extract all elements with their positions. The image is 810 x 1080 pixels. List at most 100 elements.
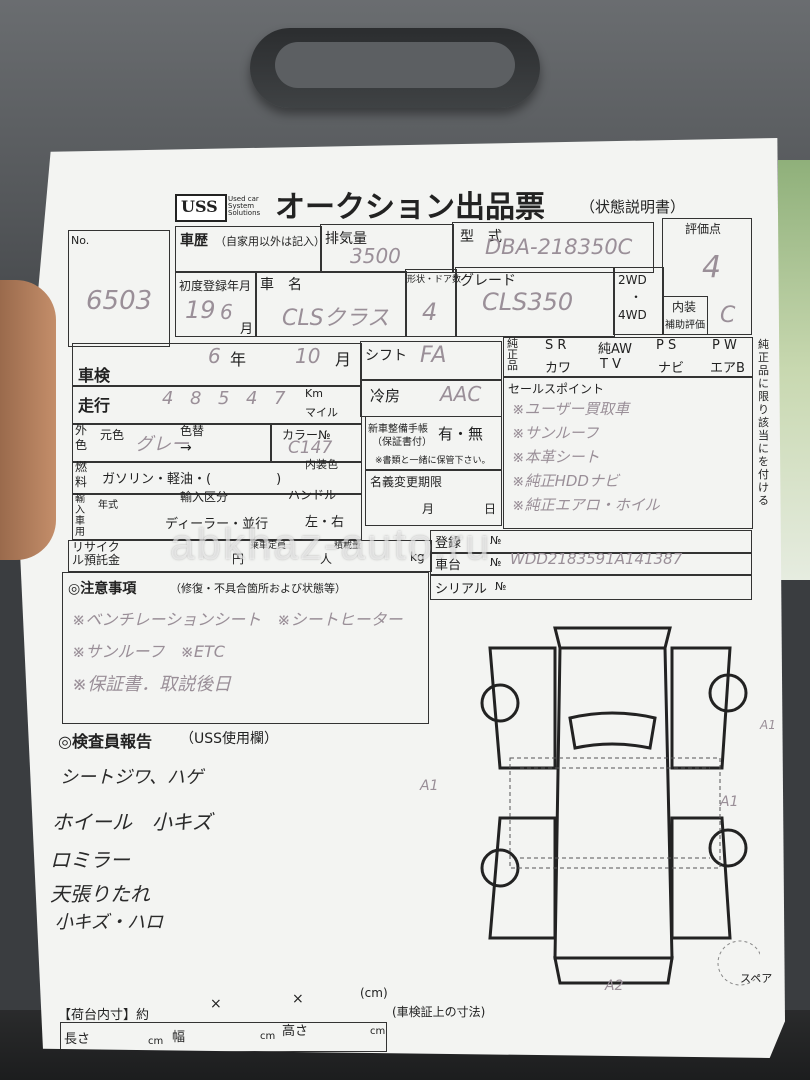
interior-sub: 補助評価: [665, 320, 705, 331]
mileage-digit-2: 8: [190, 388, 202, 409]
grade-box: [455, 267, 615, 337]
cargo-height-unit: cm: [370, 1026, 386, 1037]
cargo-times-1: ×: [210, 996, 222, 1012]
shaken-month: 10: [295, 344, 321, 368]
shift-label: シフト: [365, 348, 407, 364]
lot-number-label: No.: [71, 234, 90, 247]
lot-number-value: 6503: [86, 286, 153, 316]
capacity-unit: 人: [320, 552, 333, 566]
original-color-label: 元色: [100, 428, 125, 442]
mileage-digit-1: 4: [162, 388, 174, 409]
shift-box: [360, 341, 502, 381]
repaint-label: 色替: [180, 424, 205, 438]
cargo-label: 【荷台内寸】約: [58, 1008, 150, 1023]
option-genuine: 純正品: [507, 337, 518, 372]
color-label: 外色: [75, 423, 88, 452]
serial-no: №: [495, 580, 507, 593]
sales-item-5: ※純正エアロ・ホイル: [512, 496, 660, 514]
fuel-value: ガソリン・軽油・( ): [102, 472, 282, 487]
serial-label: シリアル: [435, 582, 487, 597]
auction-sheet: USS Used car System Solutions オークション出品票 …: [20, 138, 785, 1058]
uss-logo-text: USS: [181, 197, 218, 216]
notes-label: ◎注意事項: [68, 581, 137, 597]
service-book-box: [365, 416, 502, 470]
fuel-box: [72, 461, 362, 495]
grade-value: CLS350: [482, 288, 574, 316]
name-change-month: 月: [422, 502, 435, 516]
registration-box: [430, 530, 752, 554]
cargo-width-label: 幅: [172, 1030, 186, 1045]
drive-2wd: 2WD: [618, 273, 647, 287]
cargo-length-label: 長さ: [64, 1032, 91, 1047]
import-label: 輸入車用: [75, 494, 85, 538]
interior-rating-box: [662, 296, 708, 335]
inspector-line-5: 小キズ・ハロ: [55, 912, 163, 933]
name-change-day: 日: [484, 502, 497, 516]
option-ps: P S: [656, 338, 677, 353]
color-box: [72, 423, 272, 463]
watermark: abkhaz-auto.ru: [170, 520, 492, 569]
service-book-note: ※書類と一緒に保管下さい。: [375, 456, 491, 466]
car-name-label: 車 名: [260, 277, 302, 293]
interior-value: C: [720, 303, 736, 328]
registration-no: №: [490, 534, 502, 547]
mileage-digit-5: 7: [274, 388, 286, 409]
shaken-year-unit: 年: [230, 350, 247, 369]
model-box: [452, 222, 654, 273]
rating-value: 4: [702, 250, 722, 285]
option-navi: ナビ: [658, 361, 685, 376]
import-year-label: 年式: [98, 500, 118, 511]
displacement-box: [320, 224, 454, 273]
body-label: 形状・ドア数: [407, 275, 462, 285]
recycle-yen: 円: [232, 552, 245, 566]
inspector-sub: （USS使用欄）: [180, 731, 279, 747]
inspector-label: ◎検査員報告: [58, 732, 152, 751]
inspector-line-1: シートジワ、ハゲ: [60, 767, 203, 788]
mileage-label: 走行: [78, 396, 111, 415]
first-registration-box: [175, 271, 257, 337]
color-value: グレー: [135, 434, 189, 455]
registration-label: 登録: [435, 536, 462, 551]
interior-label: 内装: [672, 300, 697, 314]
shift-value: FA: [420, 343, 447, 368]
cargo-dimensions-box: [60, 1022, 387, 1052]
drive-dot: ・: [630, 290, 643, 304]
color-number-label: カラー№: [282, 428, 331, 442]
option-pw: P W: [712, 338, 737, 353]
sales-item-4: ※純正HDDナビ: [512, 472, 619, 490]
sales-item-1: ※ユーザー買取車: [512, 400, 630, 418]
color-arrow: →: [180, 440, 192, 456]
chassis-value: WDD2183591A141387: [510, 550, 683, 568]
shaken-year: 6: [208, 344, 221, 368]
mileage-digit-4: 4: [246, 388, 258, 409]
lot-number-box: [68, 230, 170, 347]
notes-line-2: ※サンルーフ ※ETC: [72, 642, 225, 661]
model-value: DBA-218350C: [485, 235, 633, 259]
damage-mark-1: A1: [420, 778, 439, 794]
first-registration-month-unit: 月: [240, 322, 254, 337]
import-type-label: 輸入区分: [180, 490, 229, 504]
shaken-box: [72, 343, 362, 387]
body-value: 4: [422, 298, 438, 326]
mileage-mile: マイル: [305, 406, 338, 419]
cargo-times-2: ×: [292, 991, 304, 1007]
fuel-label: 燃料: [75, 460, 88, 489]
form-title: オークション出品票: [275, 190, 545, 225]
recycle-label: リサイクル預託金: [72, 540, 121, 567]
vehicle-history-note: （自家用以外は記入）: [215, 235, 325, 248]
car-window: [778, 160, 810, 580]
ac-label: 冷房: [370, 387, 401, 405]
spare-label: スペア: [740, 972, 773, 985]
inspector-line-2: ホイール 小キズ: [52, 810, 212, 834]
chassis-no: №: [490, 556, 502, 569]
notes-sub: （修復・不具合箇所および状態等）: [170, 582, 346, 595]
model-label: 型 式: [460, 229, 502, 245]
shaken-month-unit: 月: [335, 350, 352, 369]
vehicle-history-label: 車歴: [180, 233, 208, 249]
service-book-sub: （保証書付）: [372, 437, 432, 448]
option-tv: T V: [600, 357, 621, 372]
cargo-note: (車検証上の寸法): [392, 1005, 486, 1019]
first-registration-year: 19: [185, 296, 216, 324]
notes-line-1: ※ベンチレーションシート ※シートヒーター: [72, 610, 403, 629]
name-change-box: [365, 470, 502, 526]
